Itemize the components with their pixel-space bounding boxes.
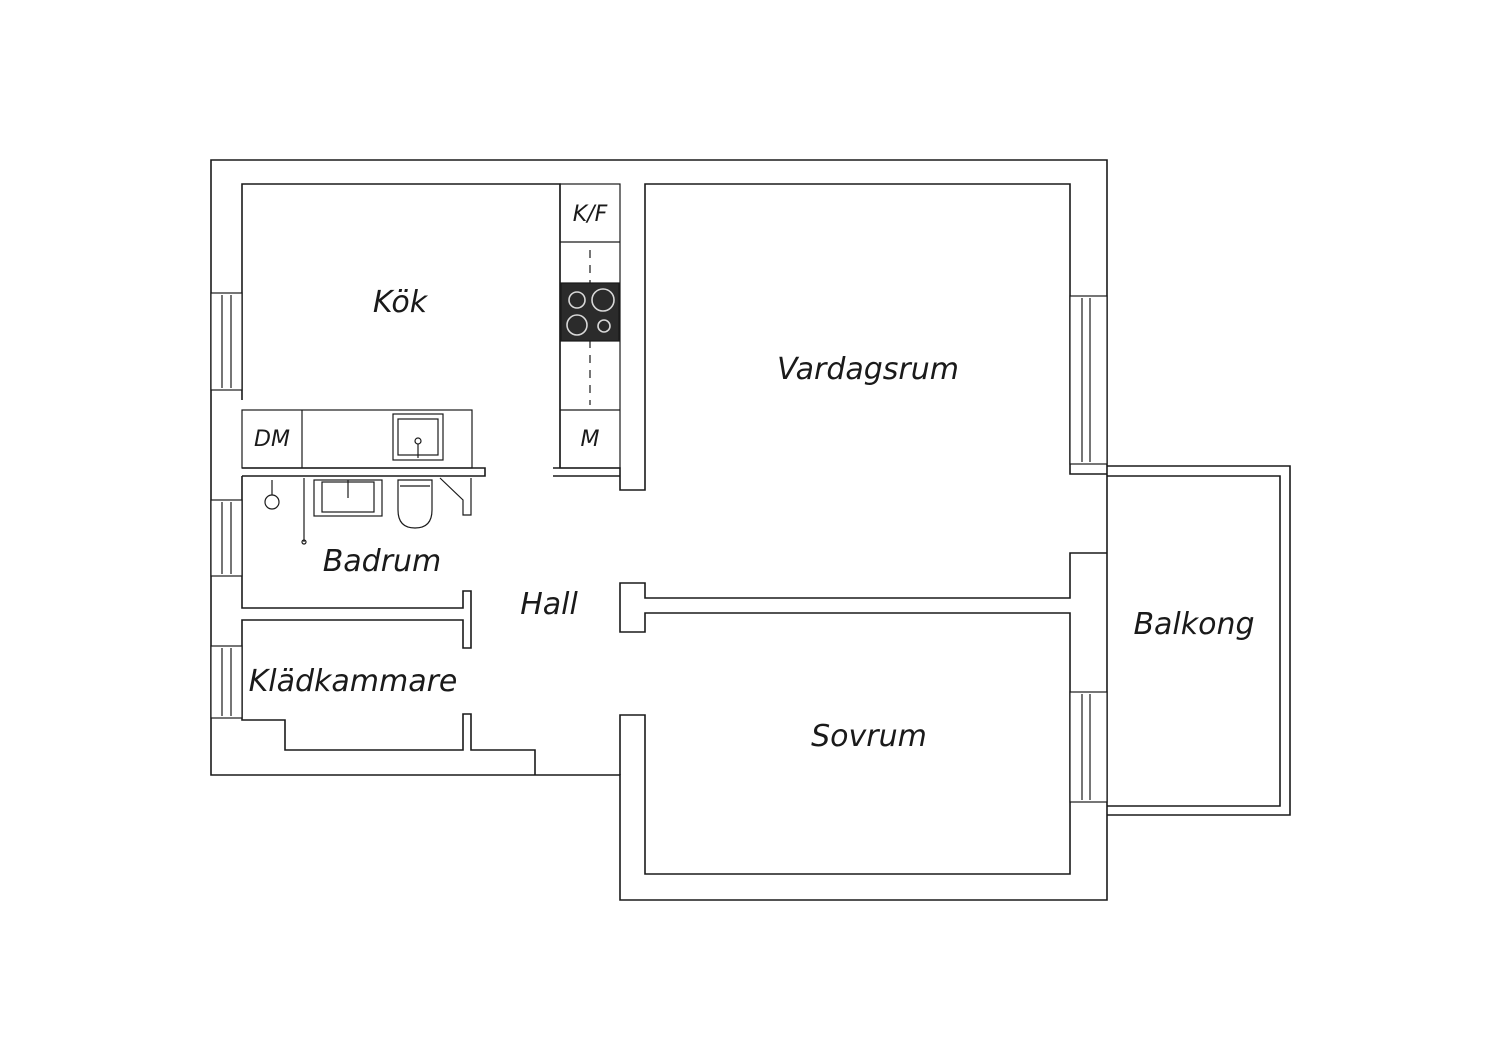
burner-icon [591, 288, 615, 312]
burner-icon [597, 319, 611, 333]
window-bedroom [1069, 691, 1108, 803]
shower-rail-end [301, 539, 307, 545]
shower-drain-icon [264, 494, 280, 510]
room-label-hall: Hall [520, 587, 578, 622]
window-bathroom [210, 499, 243, 577]
exterior-wall-outline [210, 159, 1108, 901]
fixture-label-dishwasher: DM [254, 427, 290, 452]
toilet-icon [397, 479, 433, 529]
burner-icon [568, 291, 586, 309]
fixture-label-fridge-freezer: K/F [573, 202, 608, 227]
kitchen-sink [392, 413, 444, 461]
hob-icon [560, 282, 620, 342]
bathroom-walls [241, 476, 536, 775]
living-room-wall [619, 552, 1107, 875]
burner-icon [566, 314, 588, 336]
window-closet [210, 645, 243, 719]
balcony-inner-rail [1107, 475, 1281, 807]
kitchen-partition-wall [553, 183, 1107, 491]
fixture-label-microwave: M [581, 427, 600, 452]
balcony-outline [1107, 465, 1291, 816]
room-label-vardagsrum: Vardagsrum [777, 352, 959, 387]
kitchen-counter-edge [242, 467, 486, 477]
counter-bracket [439, 477, 472, 516]
room-label-badrum: Badrum [323, 544, 442, 579]
window-living-room [1069, 295, 1108, 465]
kitchen-walls [241, 183, 561, 468]
room-label-sovrum: Sovrum [811, 719, 927, 754]
room-label-kladkammare: Klädkammare [249, 664, 458, 699]
kitchen-sink-drain [414, 437, 422, 445]
window-kitchen [210, 292, 243, 391]
room-label-balkong: Balkong [1133, 607, 1254, 642]
room-label-kok: Kök [373, 285, 429, 320]
